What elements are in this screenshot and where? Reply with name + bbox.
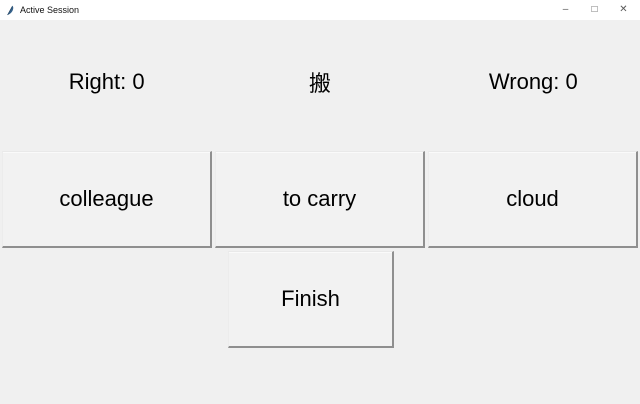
minimize-button[interactable]: – (562, 4, 569, 15)
choice-button-colleague[interactable]: colleague (2, 151, 212, 248)
finish-button[interactable]: Finish (228, 251, 394, 348)
tk-feather-icon (5, 4, 15, 16)
window-controls: – □ ✕ (551, 0, 640, 20)
stats-row: Right: 0 搬 Wrong: 0 (0, 60, 640, 104)
titlebar: Active Session – □ ✕ (0, 0, 640, 20)
close-button[interactable]: ✕ (619, 4, 628, 15)
choice-button-to-carry[interactable]: to carry (215, 151, 425, 248)
choice-button-cloud[interactable]: cloud (428, 151, 638, 248)
answer-buttons-row: colleague to carry cloud (0, 151, 640, 248)
prompt-character: 搬 (308, 71, 331, 96)
right-score-label: Right: 0 (68, 69, 145, 94)
maximize-button[interactable]: □ (591, 4, 598, 15)
window-title: Active Session (20, 5, 80, 15)
wrong-score-label: Wrong: 0 (488, 69, 578, 94)
